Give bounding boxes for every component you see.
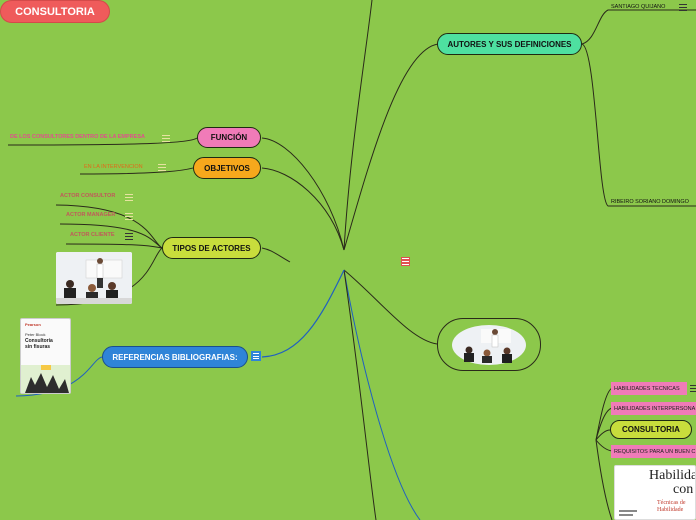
requisitos-buen-consultor[interactable]: REQUISITOS PARA UN BUEN C	[611, 445, 696, 458]
funcion-leaf[interactable]: DE LOS CONSULTORES DENTRO DE LA EMPRESA	[10, 134, 160, 143]
note-icon[interactable]	[125, 233, 133, 240]
objetivos-topic-label: OBJETIVOS	[204, 164, 250, 173]
consultoria-subtopic[interactable]: CONSULTORIA	[610, 420, 692, 439]
actor-manager[interactable]: ACTOR MANAGER	[66, 212, 122, 221]
note-icon[interactable]	[401, 257, 410, 266]
funcion-topic-label: FUNCIÓN	[211, 133, 247, 142]
actor-consultor[interactable]: ACTOR CONSULTOR	[60, 193, 122, 202]
autores-topic[interactable]: AUTORES Y SUS DEFINICIONES	[437, 33, 582, 55]
meeting-image	[56, 252, 132, 304]
slide-title-2: con	[673, 482, 693, 498]
tipos-topic[interactable]: TIPOS DE ACTORES	[162, 237, 261, 259]
book-publisher: Pearson	[25, 322, 41, 327]
autor-item-ribeiro[interactable]: RIBEIRO SORIANO DOMINGO	[611, 199, 696, 208]
slide-sub-1: Técnicas de	[657, 500, 685, 506]
objetivos-topic[interactable]: OBJETIVOS	[193, 157, 261, 179]
book-title-2: sin fisuras	[25, 344, 50, 350]
habilidades-tecnicas[interactable]: HABILIDADES TECNICAS	[611, 382, 687, 395]
note-icon[interactable]	[690, 385, 696, 392]
note-icon[interactable]	[251, 351, 261, 361]
slide-sub-2: Habilidade	[657, 507, 683, 513]
referencias-topic-label: REFERENCIAS BIBLIOGRAFIAS:	[112, 353, 237, 362]
note-icon[interactable]	[162, 135, 170, 142]
book-cover-art	[21, 365, 71, 394]
note-icon[interactable]	[125, 194, 133, 201]
note-icon[interactable]	[125, 213, 133, 220]
habilidades-interpersonales[interactable]: HABILIDADES INTERPERSONA	[611, 402, 696, 415]
habilidades-slide-image: Habilida con Técnicas de Habilidade	[614, 465, 696, 520]
funcion-topic[interactable]: FUNCIÓN	[197, 127, 261, 148]
note-icon[interactable]	[158, 164, 166, 171]
objetivos-leaf[interactable]: EN LA INTERVENCIÓN	[84, 164, 154, 173]
actor-cliente[interactable]: ACTOR CLIENTE	[70, 232, 122, 241]
meeting-illustration-right	[451, 324, 527, 366]
meeting-illustration	[56, 252, 132, 304]
note-icon[interactable]	[679, 4, 687, 11]
referencias-topic[interactable]: REFERENCIAS BIBLIOGRAFIAS:	[102, 346, 248, 368]
book-author: Peter Block	[25, 332, 45, 337]
tipos-topic-label: TIPOS DE ACTORES	[172, 244, 250, 253]
consultoria-subtopic-label: CONSULTORIA	[622, 425, 680, 434]
meeting-image-frame	[437, 318, 541, 371]
autores-topic-label: AUTORES Y SUS DEFINICIONES	[447, 40, 571, 49]
book-cover-image: Pearson Peter Block Consultoría sin fisu…	[20, 318, 71, 394]
